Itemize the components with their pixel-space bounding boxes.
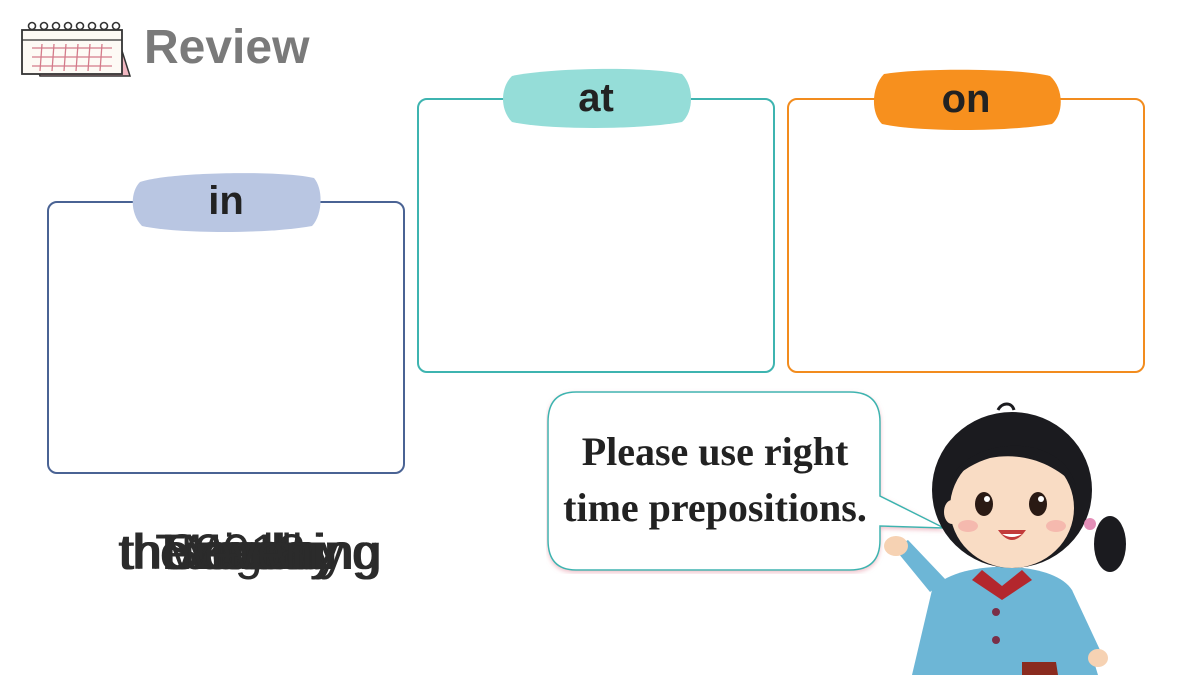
in-label: in (208, 178, 244, 223)
word-card[interactable]: the evening (120, 524, 380, 580)
on-label: on (941, 76, 991, 121)
bubble-text: Please use right time prepositions. (563, 429, 867, 530)
girl-illustration (884, 402, 1126, 675)
in-label-tag: in (128, 168, 324, 234)
page-title: Review (144, 21, 310, 74)
at-label-tag: at (498, 66, 694, 130)
word-card[interactable]: the morning (117, 524, 383, 580)
brush-stroke-shape (503, 68, 691, 128)
word-card[interactable]: Sunday (165, 524, 335, 580)
speech-bubble (547, 391, 945, 571)
at-drop-box[interactable] (417, 98, 775, 373)
on-drop-box[interactable] (787, 98, 1145, 373)
word-card[interactable]: Monday (161, 524, 339, 580)
on-label-tag: on (868, 66, 1064, 132)
at-label: at (578, 75, 614, 120)
word-card[interactable]: 2018 (194, 524, 306, 580)
brush-stroke-shape (873, 69, 1061, 130)
calendar-icon (21, 21, 132, 77)
brush-stroke-shape (132, 173, 321, 232)
word-card[interactable]: Tuesday (155, 524, 345, 580)
word-card[interactable]: night (195, 524, 305, 580)
in-drop-box[interactable] (47, 201, 405, 474)
word-card[interactable]: noon (194, 524, 306, 580)
word-card[interactable]: March (180, 524, 320, 580)
